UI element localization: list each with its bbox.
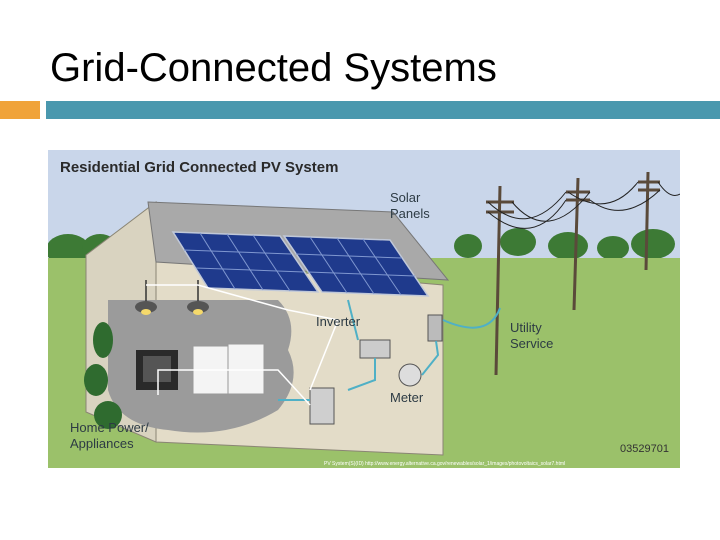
appliances [136,343,265,395]
meter-dial [398,363,422,387]
label-home-power: Home Power/ [70,420,149,435]
title-accent-bar-teal [46,101,720,119]
breaker-panel [309,387,335,425]
label-meter: Meter [390,390,424,405]
power-lines [487,181,680,229]
source-caption: PV System(S)(ID) http://www.energy.alter… [324,461,565,467]
label-utility-service: Utility [510,320,542,335]
solar-panels [171,231,430,297]
title-accent-bar-orange [0,101,40,119]
utility-poles [486,171,660,376]
label-utility-service: Service [510,336,553,351]
interior-wiring [146,284,340,406]
label-solar-panels: Panels [390,206,430,221]
ceiling-lamps [135,280,209,315]
pv-system-diagram: Residential Grid Connected PV System Sol… [48,150,680,468]
wiring [278,299,501,401]
figure-code: 03529701 [620,443,669,455]
slide-title: Grid-Connected Systems [50,46,497,90]
utility-disconnect [427,314,443,342]
label-inverter: Inverter [316,314,361,329]
label-solar-panels: Solar [390,190,421,205]
figure-heading: Residential Grid Connected PV System [60,159,338,176]
shrubs [84,322,122,429]
label-home-power: Appliances [70,436,134,451]
inverter-box [359,339,391,359]
